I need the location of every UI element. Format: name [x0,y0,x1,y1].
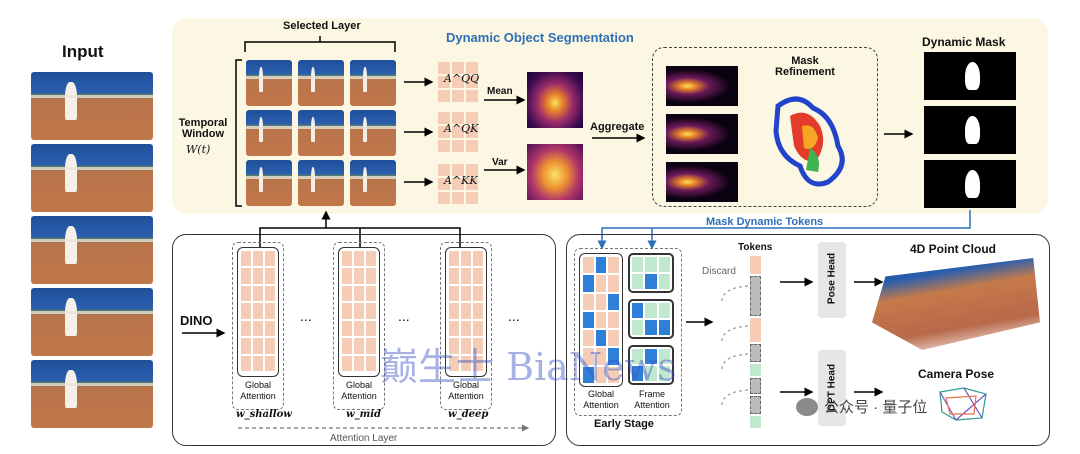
input-frame-2 [31,144,153,212]
early-frame-attention-label: Frame Attention [634,389,670,410]
section-title: Dynamic Object Segmentation [446,30,634,45]
dynamic-mask-title: Dynamic Mask [922,35,1006,49]
mask-dynamic-tokens-line [597,210,971,250]
mean-label: Mean [487,86,513,97]
attention-thumbnail [246,110,292,156]
attention-block-shallow [237,247,279,377]
token-column [750,256,764,428]
attention-matrix-kk [438,164,478,204]
mask-refinement-label: Mask Refinement [775,55,835,78]
camera-pose-icon [939,387,987,421]
w-mid-label: w_mid [346,409,381,420]
attention-block-mid [338,247,380,377]
arrows-to-attention-maps [404,77,434,187]
selected-layer-bracket [244,36,396,52]
point-cloud-title: 4D Point Cloud [910,242,996,256]
attention-thumbnail [298,60,344,106]
global-attention-label-2: Global Attention [341,380,377,401]
attention-thumbnail [298,160,344,206]
w-shallow-label: w_shallow [236,409,292,420]
dino-panel [172,234,556,446]
pose-head-box [818,242,846,318]
mean-var-arrows [484,95,526,175]
attention-block-deep-outline [440,242,492,410]
wechat-watermark-text: 公众号 · 量子位 [824,399,928,416]
dynamic-mask-3 [924,160,1016,208]
wechat-watermark: 公众号 · 量子位 [796,396,927,417]
output-arrows [854,277,884,397]
ellipsis-1: ... [300,308,312,324]
selected-layer-label: Selected Layer [283,20,361,32]
refined-mask-figure [773,96,845,187]
early-stage-label: Early Stage [594,418,654,430]
ellipsis-3: ... [508,308,520,324]
camera-pose-title: Camera Pose [918,367,995,381]
dpt-head-box [818,350,846,426]
attention-matrix-kk-label: A^KK [444,174,478,187]
mean-heatmap [527,72,583,128]
early-global-attention-label: Global Attention [583,389,619,410]
attention-layer-label: Attention Layer [330,433,398,444]
mask-dynamic-tokens-label: Mask Dynamic Tokens [706,216,824,228]
layer-connector-lines [259,210,461,248]
discard-label: Discard [702,266,736,277]
dino-label: DINO [180,313,213,328]
input-frame-3 [31,216,153,284]
var-heatmap [527,144,583,200]
attention-matrix-qk [438,112,478,152]
aggregate-label: Aggregate [590,121,645,133]
attention-matrix-qq-label: A^QQ [444,72,480,85]
aggregate-arrow [592,133,646,143]
temporal-window-math: W(t) [186,143,211,156]
refine-heatmap-1 [666,66,738,106]
early-stage-arrow [686,317,714,327]
global-attention-label-3: Global Attention [448,380,484,401]
wechat-icon [796,397,818,416]
attention-thumbnail [350,60,396,106]
arrow-to-dynamic-mask [884,129,914,139]
refine-heatmap-2 [666,114,738,154]
mask-refinement-box [652,47,878,207]
temporal-window-label: Temporal Window [178,117,228,140]
attention-thumbnail [246,60,292,106]
refine-heatmap-3 [666,162,738,202]
input-frame-4 [31,288,153,356]
global-attention-label-1: Global Attention [240,380,276,401]
attention-block-deep [445,247,487,377]
dino-arrow [182,328,226,338]
attention-thumbnail [298,110,344,156]
early-stage-outline [574,248,682,416]
attention-thumbnail [246,160,292,206]
temporal-window-brace [235,59,242,207]
attention-thumbnail [350,160,396,206]
ellipsis-2: ... [398,308,410,324]
early-global-attention [579,253,623,387]
attention-thumbnail [350,110,396,156]
tokens-label: Tokens [738,242,773,253]
attention-layer-axis [238,424,530,432]
attention-block-shallow-outline [232,242,284,410]
attention-matrix-qq [438,62,478,102]
early-frame-attention [628,253,676,387]
vggt-panel [566,234,1050,446]
input-frame-5 [31,360,153,428]
var-label: Var [492,157,508,168]
w-deep-label: w_deep [448,409,489,420]
attention-matrix-qk-label: A^QK [444,122,479,135]
input-frame-1 [31,72,153,140]
pose-head-label: Pose Head [826,252,838,305]
attention-block-mid-outline [333,242,385,410]
dynamic-mask-2 [924,106,1016,154]
head-arrows [780,277,814,397]
dynamic-mask-1 [924,52,1016,100]
discard-arcs [721,285,749,409]
watermark-text: 巅生士 BiaNews [380,345,677,389]
input-title: Input [62,42,104,61]
